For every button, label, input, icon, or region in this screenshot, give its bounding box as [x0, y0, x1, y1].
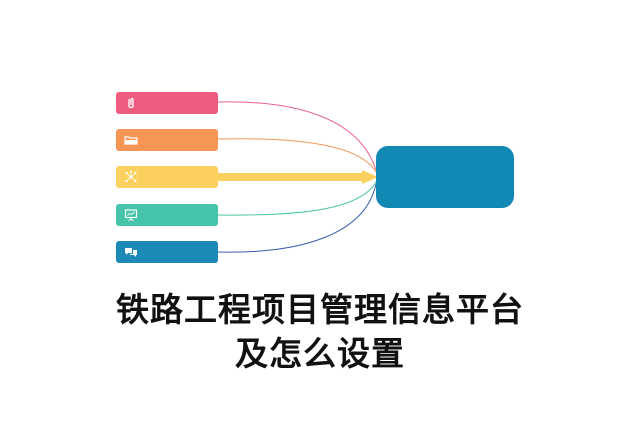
item-chat	[116, 241, 218, 263]
item-presentation	[116, 204, 218, 226]
connector-3-arrow	[362, 170, 378, 184]
item-network	[116, 166, 218, 188]
chat-bubbles-icon	[125, 248, 137, 257]
central-node	[376, 146, 514, 208]
connector-4	[217, 181, 377, 216]
folder-icon	[124, 136, 138, 145]
item-folder	[116, 129, 218, 151]
item-attachment	[116, 92, 218, 114]
network-icon	[125, 170, 137, 183]
connector-1	[217, 101, 377, 171]
connector-3	[218, 173, 364, 181]
connector-5	[217, 183, 377, 253]
page-title: 铁路工程项目管理信息平台 及怎么设置	[0, 288, 640, 376]
presentation-board-icon	[124, 209, 138, 222]
title-line-2: 及怎么设置	[235, 334, 405, 373]
title-line-1: 铁路工程项目管理信息平台	[116, 290, 524, 329]
paperclip-icon	[128, 97, 134, 109]
connector-2	[217, 138, 377, 173]
